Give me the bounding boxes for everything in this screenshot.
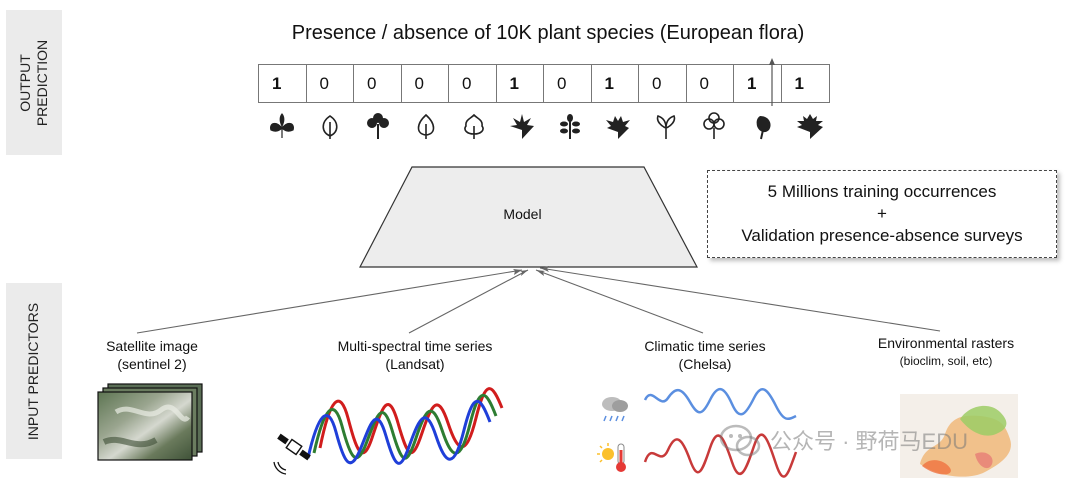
training-data-box: 5 Millions training occurrences + Valida… — [707, 170, 1057, 258]
palmate-leaf-icon — [498, 112, 546, 142]
satellite-image-stack — [97, 383, 203, 461]
vector-cell: 1 — [794, 73, 804, 93]
satellite-subtitle: (sentinel 2) — [117, 356, 187, 372]
environmental-subtitle: (bioclim, soil, etc) — [899, 354, 993, 368]
wechat-icon — [719, 424, 761, 457]
twin-leaf-icon — [642, 112, 690, 142]
multispectral-waves — [273, 387, 504, 475]
vector-cell: 0 — [449, 65, 497, 102]
arrow-environmental — [539, 267, 941, 332]
watermark-text: 公众号 · 野荷马EDU — [770, 429, 969, 454]
serrated-maple-leaf-icon — [786, 112, 834, 142]
predictor-satellite: Satellite image (sentinel 2) — [82, 337, 222, 373]
vector-cell: 0 — [307, 65, 354, 102]
model-trapezoid — [359, 166, 698, 268]
climatic-title: Climatic time series — [644, 338, 766, 354]
climatic-waves — [597, 388, 798, 478]
output-title: Presence / absence of 10K plant species … — [291, 22, 805, 44]
training-line3: Validation presence-absence surveys — [741, 226, 1023, 245]
predictor-multispectral: Multi-spectral time series (Landsat) — [310, 337, 520, 373]
vector-cell: 0 — [354, 65, 402, 102]
predictor-climatic: Climatic time series (Chelsa) — [620, 337, 790, 373]
trefoil-leaf-icon — [690, 112, 738, 142]
arrow-satellite — [136, 269, 523, 334]
climatic-subtitle: (Chelsa) — [678, 356, 732, 372]
satellite-icon — [273, 433, 311, 475]
vector-cell: 1 — [592, 65, 639, 102]
vector-cell: 0 — [402, 65, 449, 102]
vector-pointer-arrow — [769, 58, 775, 106]
environmental-title: Environmental rasters — [877, 335, 1015, 351]
ovate-leaf-icon — [306, 112, 354, 142]
multispectral-subtitle: (Landsat) — [385, 356, 445, 372]
maple-leaf-icon — [594, 112, 642, 142]
predictor-environmental: Environmental rasters (bioclim, soil, et… — [846, 334, 1046, 370]
arrow-climatic — [535, 269, 704, 334]
training-line2: + — [877, 204, 887, 223]
vector-cell: 0 — [544, 65, 592, 102]
vector-cell: 1 — [497, 65, 544, 102]
input-predictors-label: INPUT PREDICTORS — [6, 283, 62, 459]
vector-cell: 1 — [259, 65, 307, 102]
leaf-icon-row — [258, 112, 834, 142]
environmental-map — [900, 394, 1018, 478]
model-label: Model — [503, 206, 542, 222]
rain-cloud-icon — [602, 397, 628, 422]
lobed-leaf-icon — [450, 112, 498, 142]
satellite-image — [97, 391, 193, 461]
trifoliate-leaf-icon — [258, 112, 306, 142]
satellite-title: Satellite image — [106, 338, 198, 354]
compound-leaf-icon — [546, 112, 594, 142]
vector-cell: 0 — [639, 65, 687, 102]
heart-leaf-icon — [402, 112, 450, 142]
arrow-multispectral — [408, 269, 529, 334]
vector-cell: 1 — [734, 65, 782, 102]
round-leaf-icon — [738, 112, 786, 142]
output-prediction-label: OUTPUT PREDICTION — [6, 10, 62, 155]
multispectral-title: Multi-spectral time series — [337, 338, 493, 354]
vector-cell: 0 — [687, 65, 734, 102]
training-line1: 5 Millions training occurrences — [767, 182, 997, 201]
sun-thermometer-icon — [597, 443, 626, 472]
clover-leaf-icon — [354, 112, 402, 142]
